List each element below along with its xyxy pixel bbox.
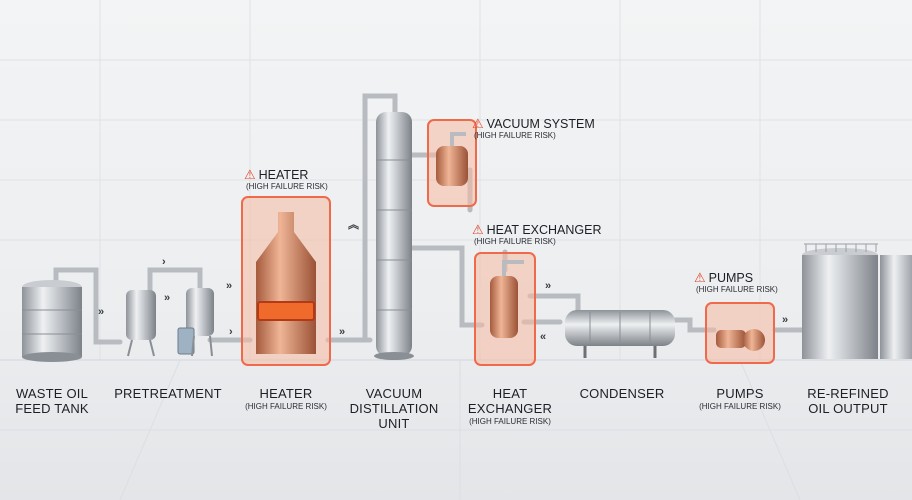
flow-chevron-right-icon: » bbox=[545, 280, 552, 292]
vacuum-system-warning: ⚠VACUUM SYSTEM (HIGH FAILURE RISK) bbox=[472, 116, 595, 141]
pumps-warning: ⚠PUMPS (HIGH FAILURE RISK) bbox=[694, 270, 778, 295]
stage-label-output: RE-REFINED OIL OUTPUT bbox=[807, 386, 889, 416]
warning-triangle-icon: ⚠ bbox=[472, 222, 484, 237]
re-refined-oil-tanks bbox=[802, 243, 912, 359]
condenser bbox=[565, 310, 675, 358]
heat-exchanger-warning: ⚠HEAT EXCHANGER (HIGH FAILURE RISK) bbox=[472, 222, 602, 247]
flow-chevron-left-icon: « bbox=[540, 331, 547, 343]
flow-chevron-right-icon: › bbox=[162, 256, 166, 268]
stage-label-heat-exchanger: HEAT EXCHANGER (HIGH FAILURE RISK) bbox=[467, 386, 553, 426]
flow-chevron-right-icon: » bbox=[98, 306, 105, 318]
warning-triangle-icon: ⚠ bbox=[244, 167, 256, 182]
stage-label-condenser: CONDENSER bbox=[579, 386, 665, 401]
waste-oil-feed-tank bbox=[22, 280, 82, 362]
vacuum-system-highlight bbox=[427, 119, 477, 207]
warning-triangle-icon: ⚠ bbox=[472, 116, 484, 131]
heat-exchanger-highlight bbox=[474, 252, 536, 366]
flow-chevron-right-icon: » bbox=[782, 314, 789, 326]
stage-label-vacuum-distillation: VACUUM DISTILLATION UNIT bbox=[349, 386, 439, 431]
pretreatment-unit bbox=[126, 288, 214, 357]
heater-warning: ⚠HEATER (HIGH FAILURE RISK) bbox=[244, 167, 328, 192]
flow-chevron-right-icon: » bbox=[339, 326, 346, 338]
flow-chevron-right-icon: » bbox=[164, 292, 171, 304]
flow-chevron-right-icon: › bbox=[229, 326, 233, 338]
stage-label-feed-tank: WASTE OIL FEED TANK bbox=[15, 386, 89, 416]
stage-label-pumps: PUMPS (HIGH FAILURE RISK) bbox=[699, 386, 781, 411]
vacuum-distillation-column bbox=[374, 112, 414, 360]
heater-highlight bbox=[241, 196, 331, 366]
stage-label-heater: HEATER (HIGH FAILURE RISK) bbox=[245, 386, 327, 411]
flow-chevron-up-icon: ︽ bbox=[348, 219, 359, 231]
warning-triangle-icon: ⚠ bbox=[694, 270, 706, 285]
flow-chevron-right-icon: » bbox=[226, 280, 233, 292]
stage-label-pretreatment: PRETREATMENT bbox=[114, 386, 222, 401]
pumps-highlight bbox=[705, 302, 775, 364]
